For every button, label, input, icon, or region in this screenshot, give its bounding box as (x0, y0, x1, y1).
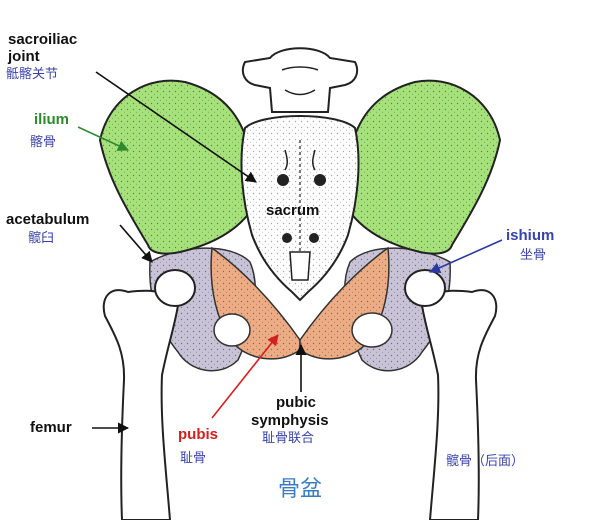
femur-bones (102, 269, 498, 520)
figure-title: 骨盆 (278, 477, 323, 502)
sacroiliac-label-en-1: sacroiliac (8, 31, 78, 48)
sacrum-label-en: sacrum (266, 202, 320, 219)
ilium-region (98, 79, 502, 255)
pubis-label-en: pubis (178, 426, 218, 443)
sacroiliac-pointer (95, 71, 257, 183)
ishium-pointer (428, 239, 503, 274)
sacroiliac-label-zh: 骶髂关节 (6, 67, 59, 82)
acetabulum-label-en: acetabulum (6, 211, 90, 228)
pubis-region (210, 246, 390, 360)
femur-label-en: femur (30, 419, 72, 436)
sacrum-bone (240, 115, 360, 302)
ishium-label-zh: 坐骨 (520, 248, 547, 263)
left-obturator-foramen (213, 313, 251, 347)
right-obturator-foramen (351, 312, 393, 348)
symphysis-label-en-1: pubic (276, 394, 316, 411)
sacroiliac-label-en-2: joint (8, 48, 40, 65)
symphysis-label-zh: 耻骨联合 (262, 431, 315, 446)
pubis-pointer (211, 334, 279, 419)
hip-bone-label-zh: 髋骨（后面） (446, 454, 525, 469)
acetabulum-label-zh: 髋臼 (28, 231, 55, 246)
ilium-label-en: ilium (34, 111, 70, 128)
acetabulum-pointer (119, 224, 153, 263)
symphysis-label-en-2: symphysis (251, 412, 329, 429)
ishium-label-en: ishium (506, 227, 555, 244)
ilium-pointer (77, 126, 130, 151)
lumbar-vertebra (241, 47, 359, 113)
ilium-label-zh: 髂骨 (30, 135, 57, 150)
pubis-label-zh: 耻骨 (180, 451, 207, 466)
